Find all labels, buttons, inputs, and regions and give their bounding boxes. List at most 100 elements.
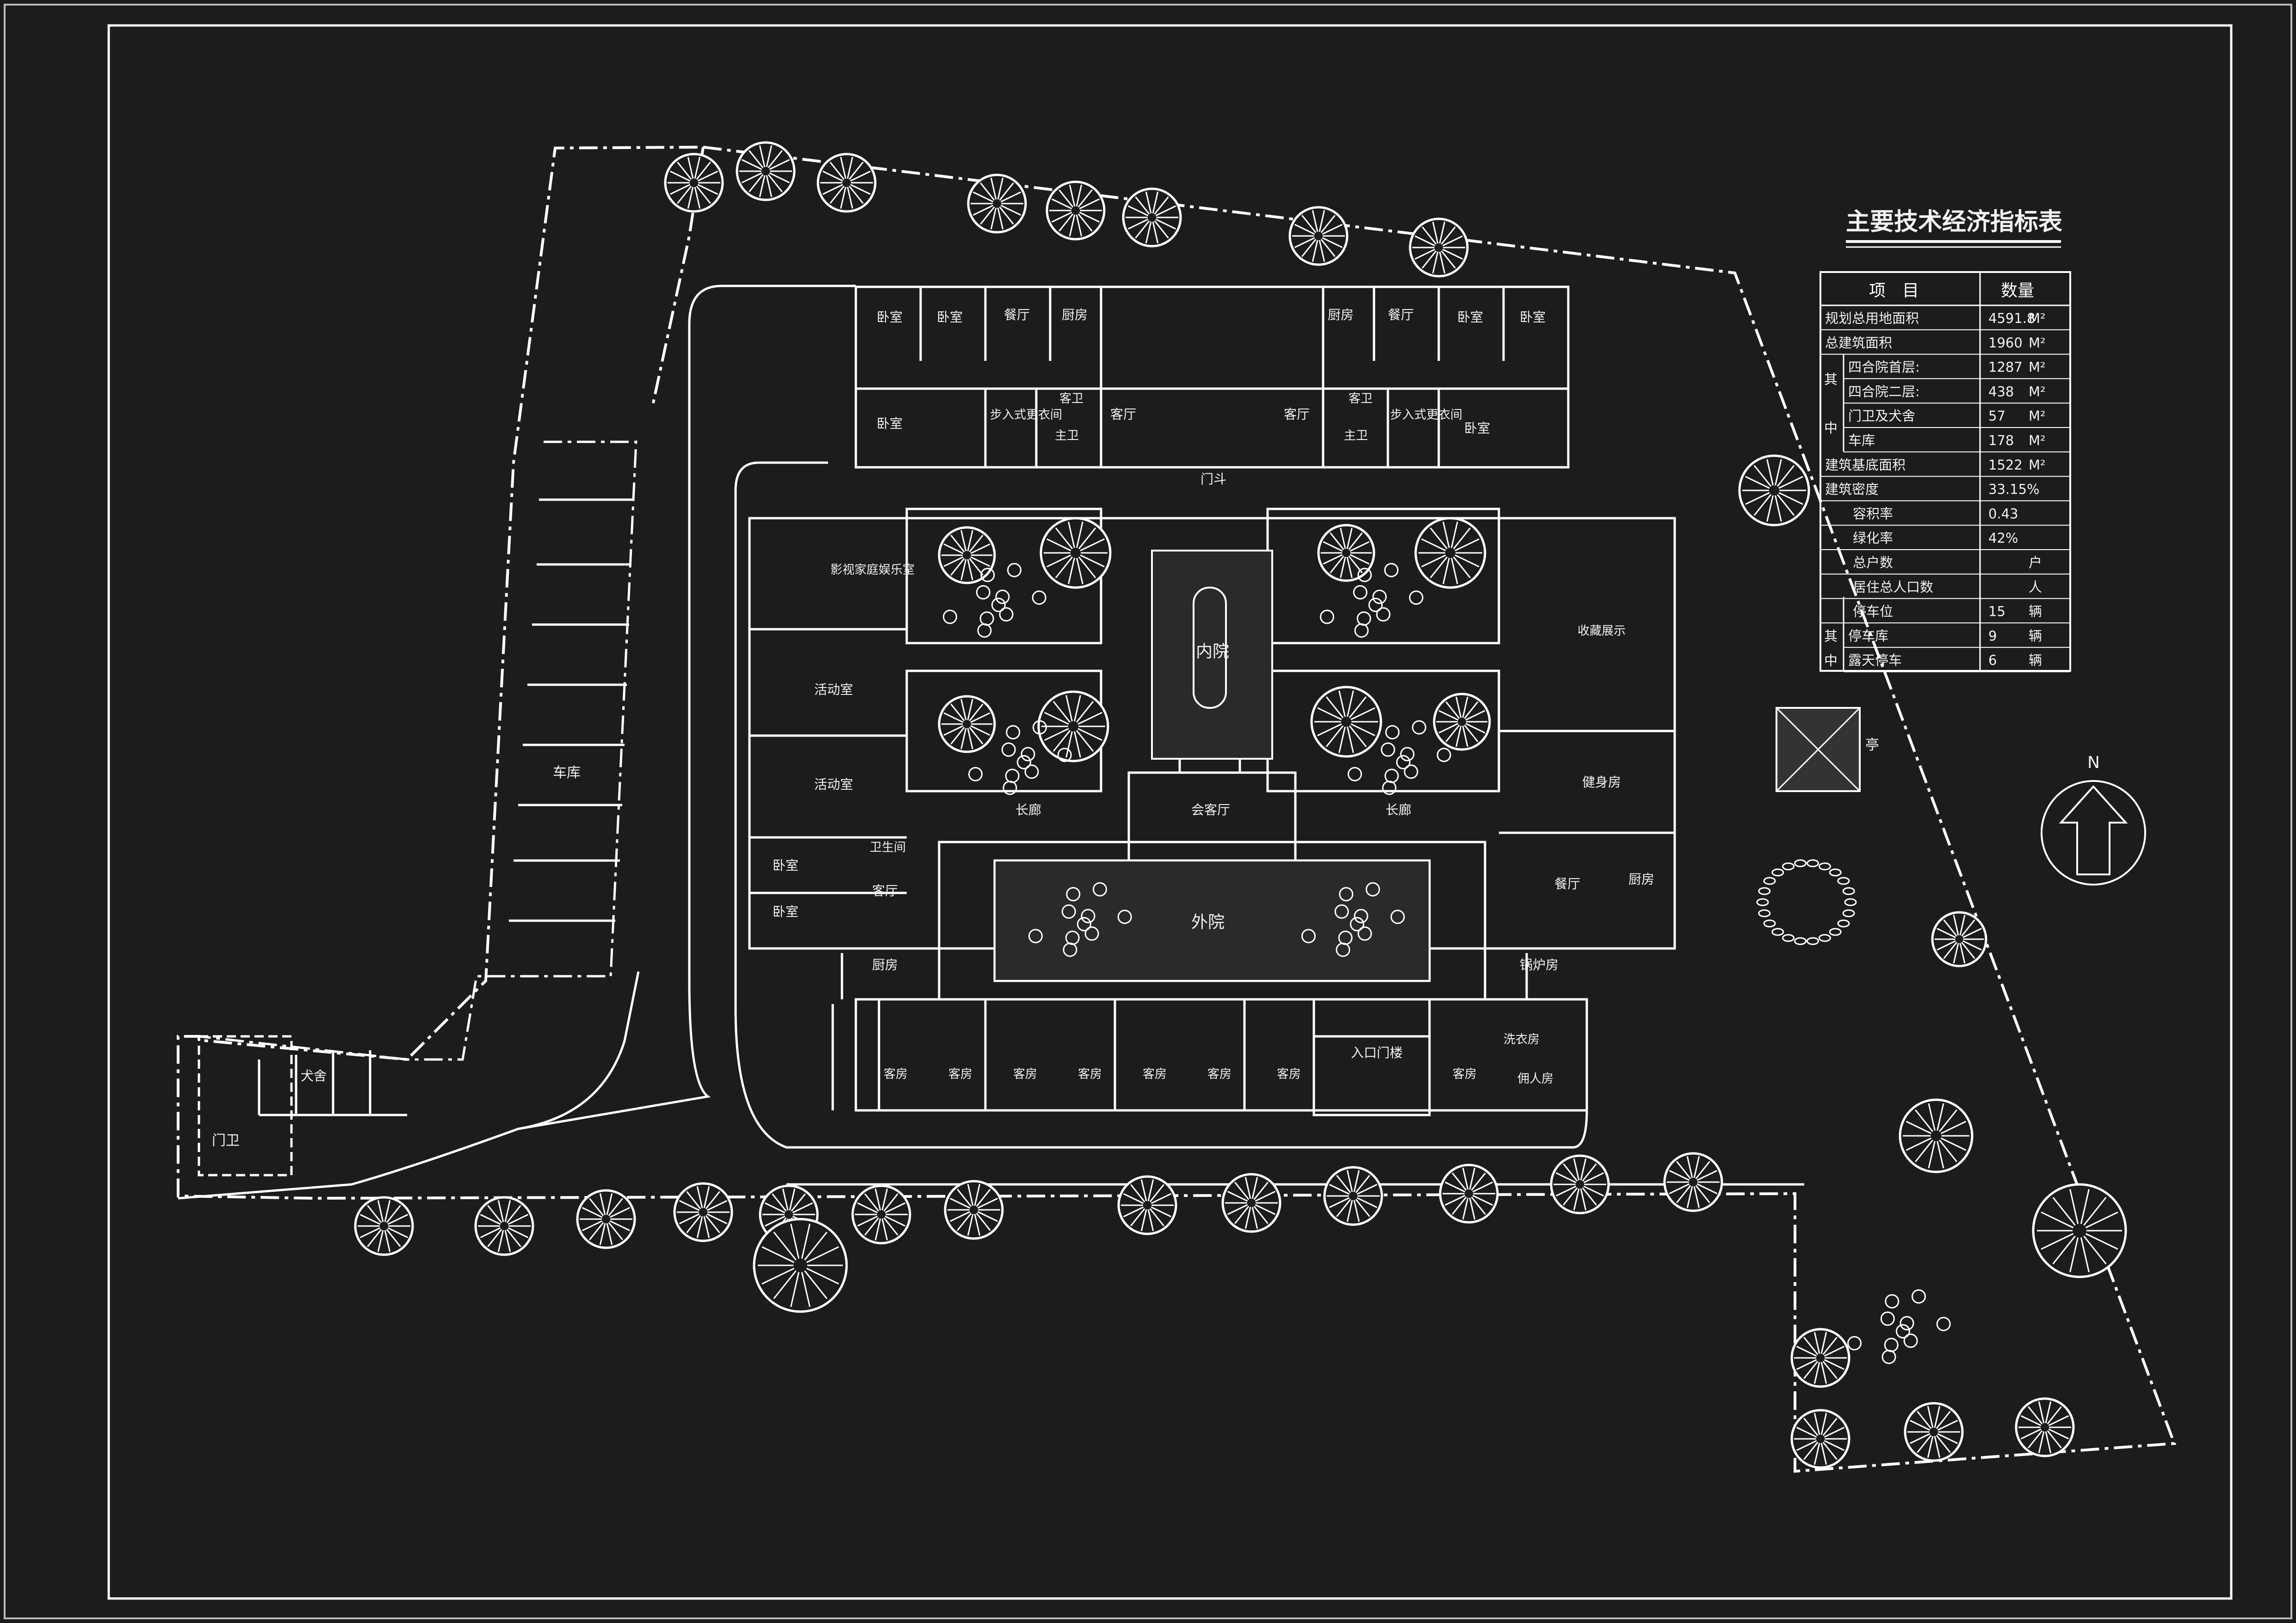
label-dining-2: 餐厅 [1388, 307, 1414, 322]
table-row-label: 门卫及犬舍 [1848, 408, 1915, 424]
tree-branch [1940, 1137, 1967, 1151]
tree-branch [967, 1184, 974, 1206]
tree-branch [1323, 541, 1343, 552]
shrub-icon [991, 597, 1006, 612]
shrub-icon [1334, 904, 1349, 919]
tree-branch [1349, 696, 1367, 719]
tree-branch [703, 1186, 710, 1208]
tree-branch [960, 728, 967, 750]
flower-bed-icon [1807, 859, 1819, 867]
tree-branch [957, 1189, 972, 1207]
tree-branch [696, 1216, 703, 1238]
tree-icon [1904, 1402, 1964, 1462]
tree-branch [1421, 538, 1446, 551]
tree-branch [749, 174, 764, 192]
tree-branch [1778, 492, 1803, 505]
tree-branch [972, 191, 994, 203]
tree-branch [1583, 1172, 1604, 1183]
tree-branch [387, 1227, 408, 1239]
tree-branch [840, 186, 847, 209]
tree-branch [1472, 1195, 1493, 1206]
tree-icon [1046, 180, 1106, 241]
tree-branch [2052, 1235, 2076, 1264]
tree-branch [1077, 213, 1093, 232]
shrub-icon [1348, 767, 1362, 781]
tree-branch [1928, 1103, 1936, 1131]
tree-branch [507, 1227, 529, 1239]
label-bedroom-8: 卧室 [773, 904, 798, 919]
tree-branch [1349, 541, 1370, 552]
tree-branch [1695, 1161, 1710, 1179]
flower-bed-icon [1842, 909, 1855, 917]
tree-icon [1738, 454, 1810, 527]
table-row-label: 规划总用地面积 [1825, 310, 1919, 326]
tree-branch [1046, 538, 1071, 551]
tree-branch [686, 1191, 701, 1209]
tree-branch [1051, 198, 1072, 210]
tree-branch [741, 159, 762, 170]
tree-branch [487, 1229, 502, 1247]
tree-branch [960, 559, 967, 581]
tree-branch [943, 543, 964, 554]
tree-branch [2041, 1211, 2074, 1228]
tree-branch [881, 1218, 888, 1240]
label-servant: 佣人房 [1517, 1072, 1553, 1086]
tree-branch [1353, 1200, 1360, 1222]
tree-branch [1312, 210, 1318, 232]
label-collection: 收藏展示 [1578, 624, 1626, 638]
tree-branch [386, 1205, 401, 1223]
tree-branch [970, 725, 990, 736]
tree-branch [969, 727, 984, 745]
tree-branch [696, 161, 711, 180]
tree-branch [883, 1193, 898, 1212]
tree-branch [950, 534, 965, 552]
tree-branch [759, 175, 766, 197]
tree-branch [1000, 204, 1021, 216]
table-row-label: 建筑基底面积 [1825, 457, 1906, 473]
north-arrow[interactable] [2041, 780, 2146, 886]
tree-branch [990, 178, 997, 200]
tree-branch [1462, 1197, 1469, 1220]
tree-icon [1221, 1173, 1281, 1233]
tree-branch [497, 1200, 504, 1222]
tree-branch [1686, 1156, 1693, 1178]
tree-icon [1790, 1409, 1850, 1469]
tree-branch [1936, 1435, 1951, 1453]
tree-branch [694, 157, 701, 179]
tree-icon [1409, 217, 1469, 278]
tree-branch [1348, 532, 1363, 550]
label-inner-court: 内院 [1196, 642, 1229, 661]
label-guest-6: 客房 [1207, 1067, 1232, 1081]
tree-branch [1346, 1170, 1353, 1192]
label-bedroom-4: 卧室 [1520, 310, 1546, 325]
tree-branch [1937, 928, 1956, 938]
tree-branch [1775, 495, 1782, 522]
tree-branch [1155, 205, 1176, 217]
tree-branch [386, 1229, 401, 1247]
tree-branch [2038, 1431, 2045, 1453]
tree-branch [1937, 1433, 1958, 1444]
tree-branch [1347, 690, 1354, 717]
tree-branch [679, 1213, 700, 1225]
tree-branch [705, 1215, 720, 1233]
tree-branch [1065, 695, 1073, 722]
shrub-icon [1380, 742, 1395, 757]
tree-branch [697, 170, 718, 182]
tree-branch [1442, 521, 1450, 548]
tree-branch [1813, 1332, 1820, 1354]
tree-branch [1439, 251, 1446, 273]
shrub-icon [1903, 1333, 1918, 1348]
table-row-unit: 人 [2029, 579, 2042, 595]
tree-branch [1766, 459, 1774, 486]
tree-branch [694, 186, 701, 209]
tree-branch [847, 186, 854, 209]
tree-branch [2069, 1237, 2079, 1273]
tree-branch [1336, 1199, 1351, 1217]
tree-branch [599, 1193, 606, 1215]
tree-branch [829, 161, 845, 180]
shrub-icon [1301, 929, 1316, 943]
shrub-icon [1006, 725, 1021, 740]
tree-branch [1346, 527, 1353, 549]
tree-branch [1438, 710, 1459, 721]
tree-branch [1422, 250, 1437, 269]
